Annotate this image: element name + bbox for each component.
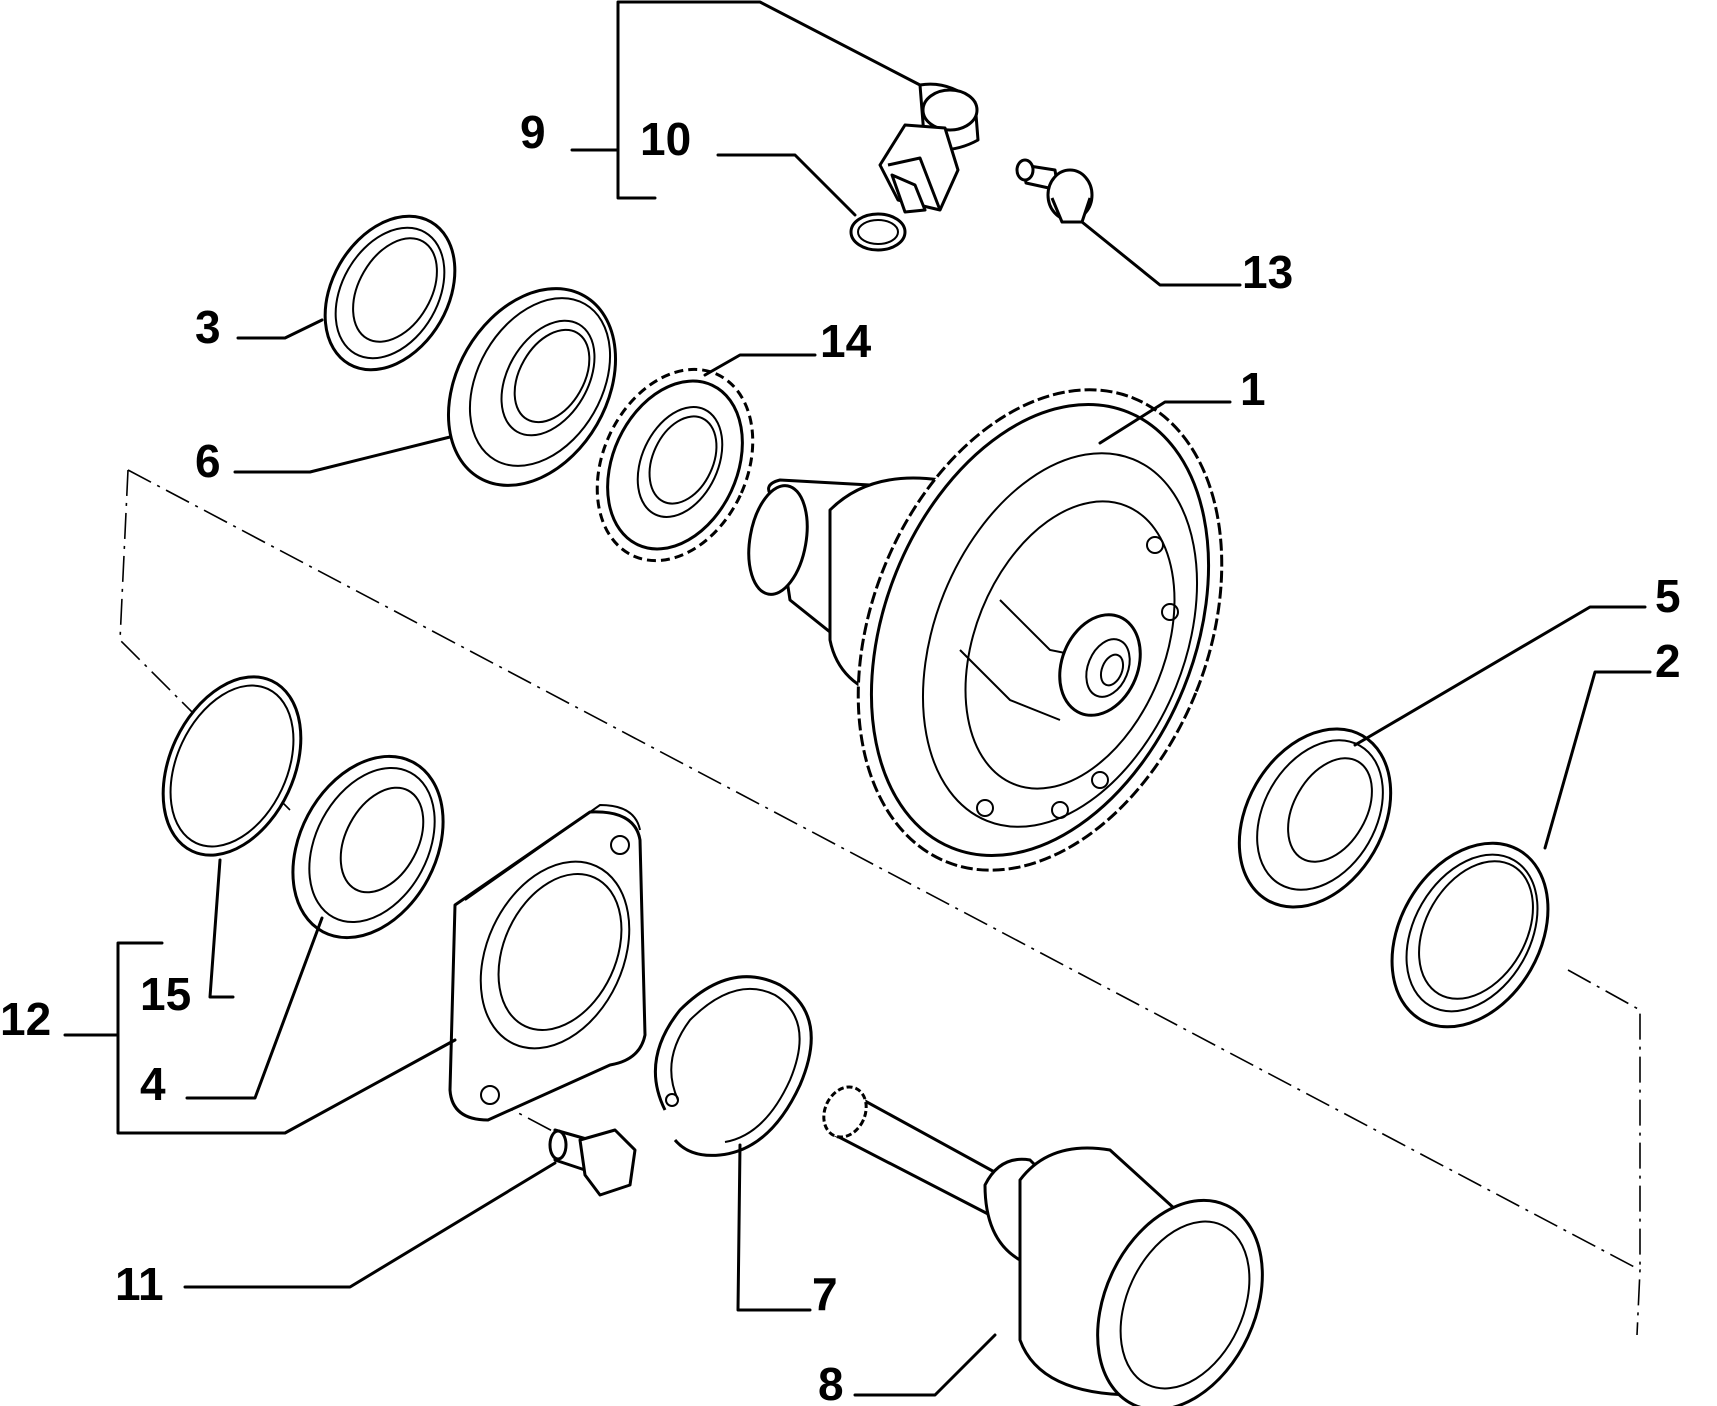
label-10: 10 (640, 113, 691, 165)
part-11-hex-bolt (548, 1128, 637, 1197)
label-12: 12 (0, 993, 51, 1045)
leader-14 (703, 353, 817, 377)
leader-2 (1543, 670, 1652, 850)
label-3: 3 (195, 301, 221, 353)
label-6: 6 (195, 435, 221, 487)
part-12-flange-housing (448, 803, 647, 1122)
part-5-bearing (1237, 727, 1393, 909)
callout-labels: 9 10 13 3 14 1 6 5 2 15 12 4 11 7 8 (0, 106, 1681, 1406)
leader-6 (233, 435, 452, 474)
label-8: 8 (818, 1358, 844, 1406)
part-7-circlip (653, 975, 813, 1157)
part-2-seal-ring (1390, 841, 1550, 1029)
leader-8 (853, 1333, 997, 1397)
leader-4 (185, 916, 324, 1100)
label-2: 2 (1655, 635, 1681, 687)
part-3-seal-ring (323, 214, 457, 372)
part-8-driveshaft-joint (822, 1085, 1264, 1406)
leader-9 (616, 0, 922, 200)
leader-1 (1098, 400, 1232, 445)
label-9: 9 (520, 106, 546, 158)
leader-11 (183, 1161, 557, 1289)
part-1-differential-assembly (747, 388, 1224, 872)
label-13: 13 (1242, 246, 1293, 298)
leader-13 (1080, 220, 1242, 287)
leader-10 (716, 153, 857, 217)
leader-3 (236, 318, 324, 340)
part-4-bearing (291, 754, 445, 940)
part-13-bolt (1015, 158, 1094, 224)
label-7: 7 (812, 1268, 838, 1320)
label-1: 1 (1240, 363, 1266, 415)
part-6-tapered-bearing (446, 287, 618, 487)
label-5: 5 (1655, 570, 1681, 622)
label-4: 4 (140, 1058, 166, 1110)
leader-5 (1353, 605, 1647, 747)
leader-15 (208, 858, 235, 999)
part-9-breather-plug (878, 82, 980, 214)
part-10-o-ring (849, 212, 907, 252)
leader-lines (63, 0, 1652, 1397)
label-11: 11 (115, 1258, 164, 1310)
part-14-drive-gear (595, 367, 755, 563)
label-14: 14 (820, 315, 872, 367)
part-15-shim-ring (161, 675, 303, 857)
label-15: 15 (140, 968, 191, 1020)
leader-12-bracket (116, 941, 457, 1135)
leader-7 (736, 1143, 812, 1312)
